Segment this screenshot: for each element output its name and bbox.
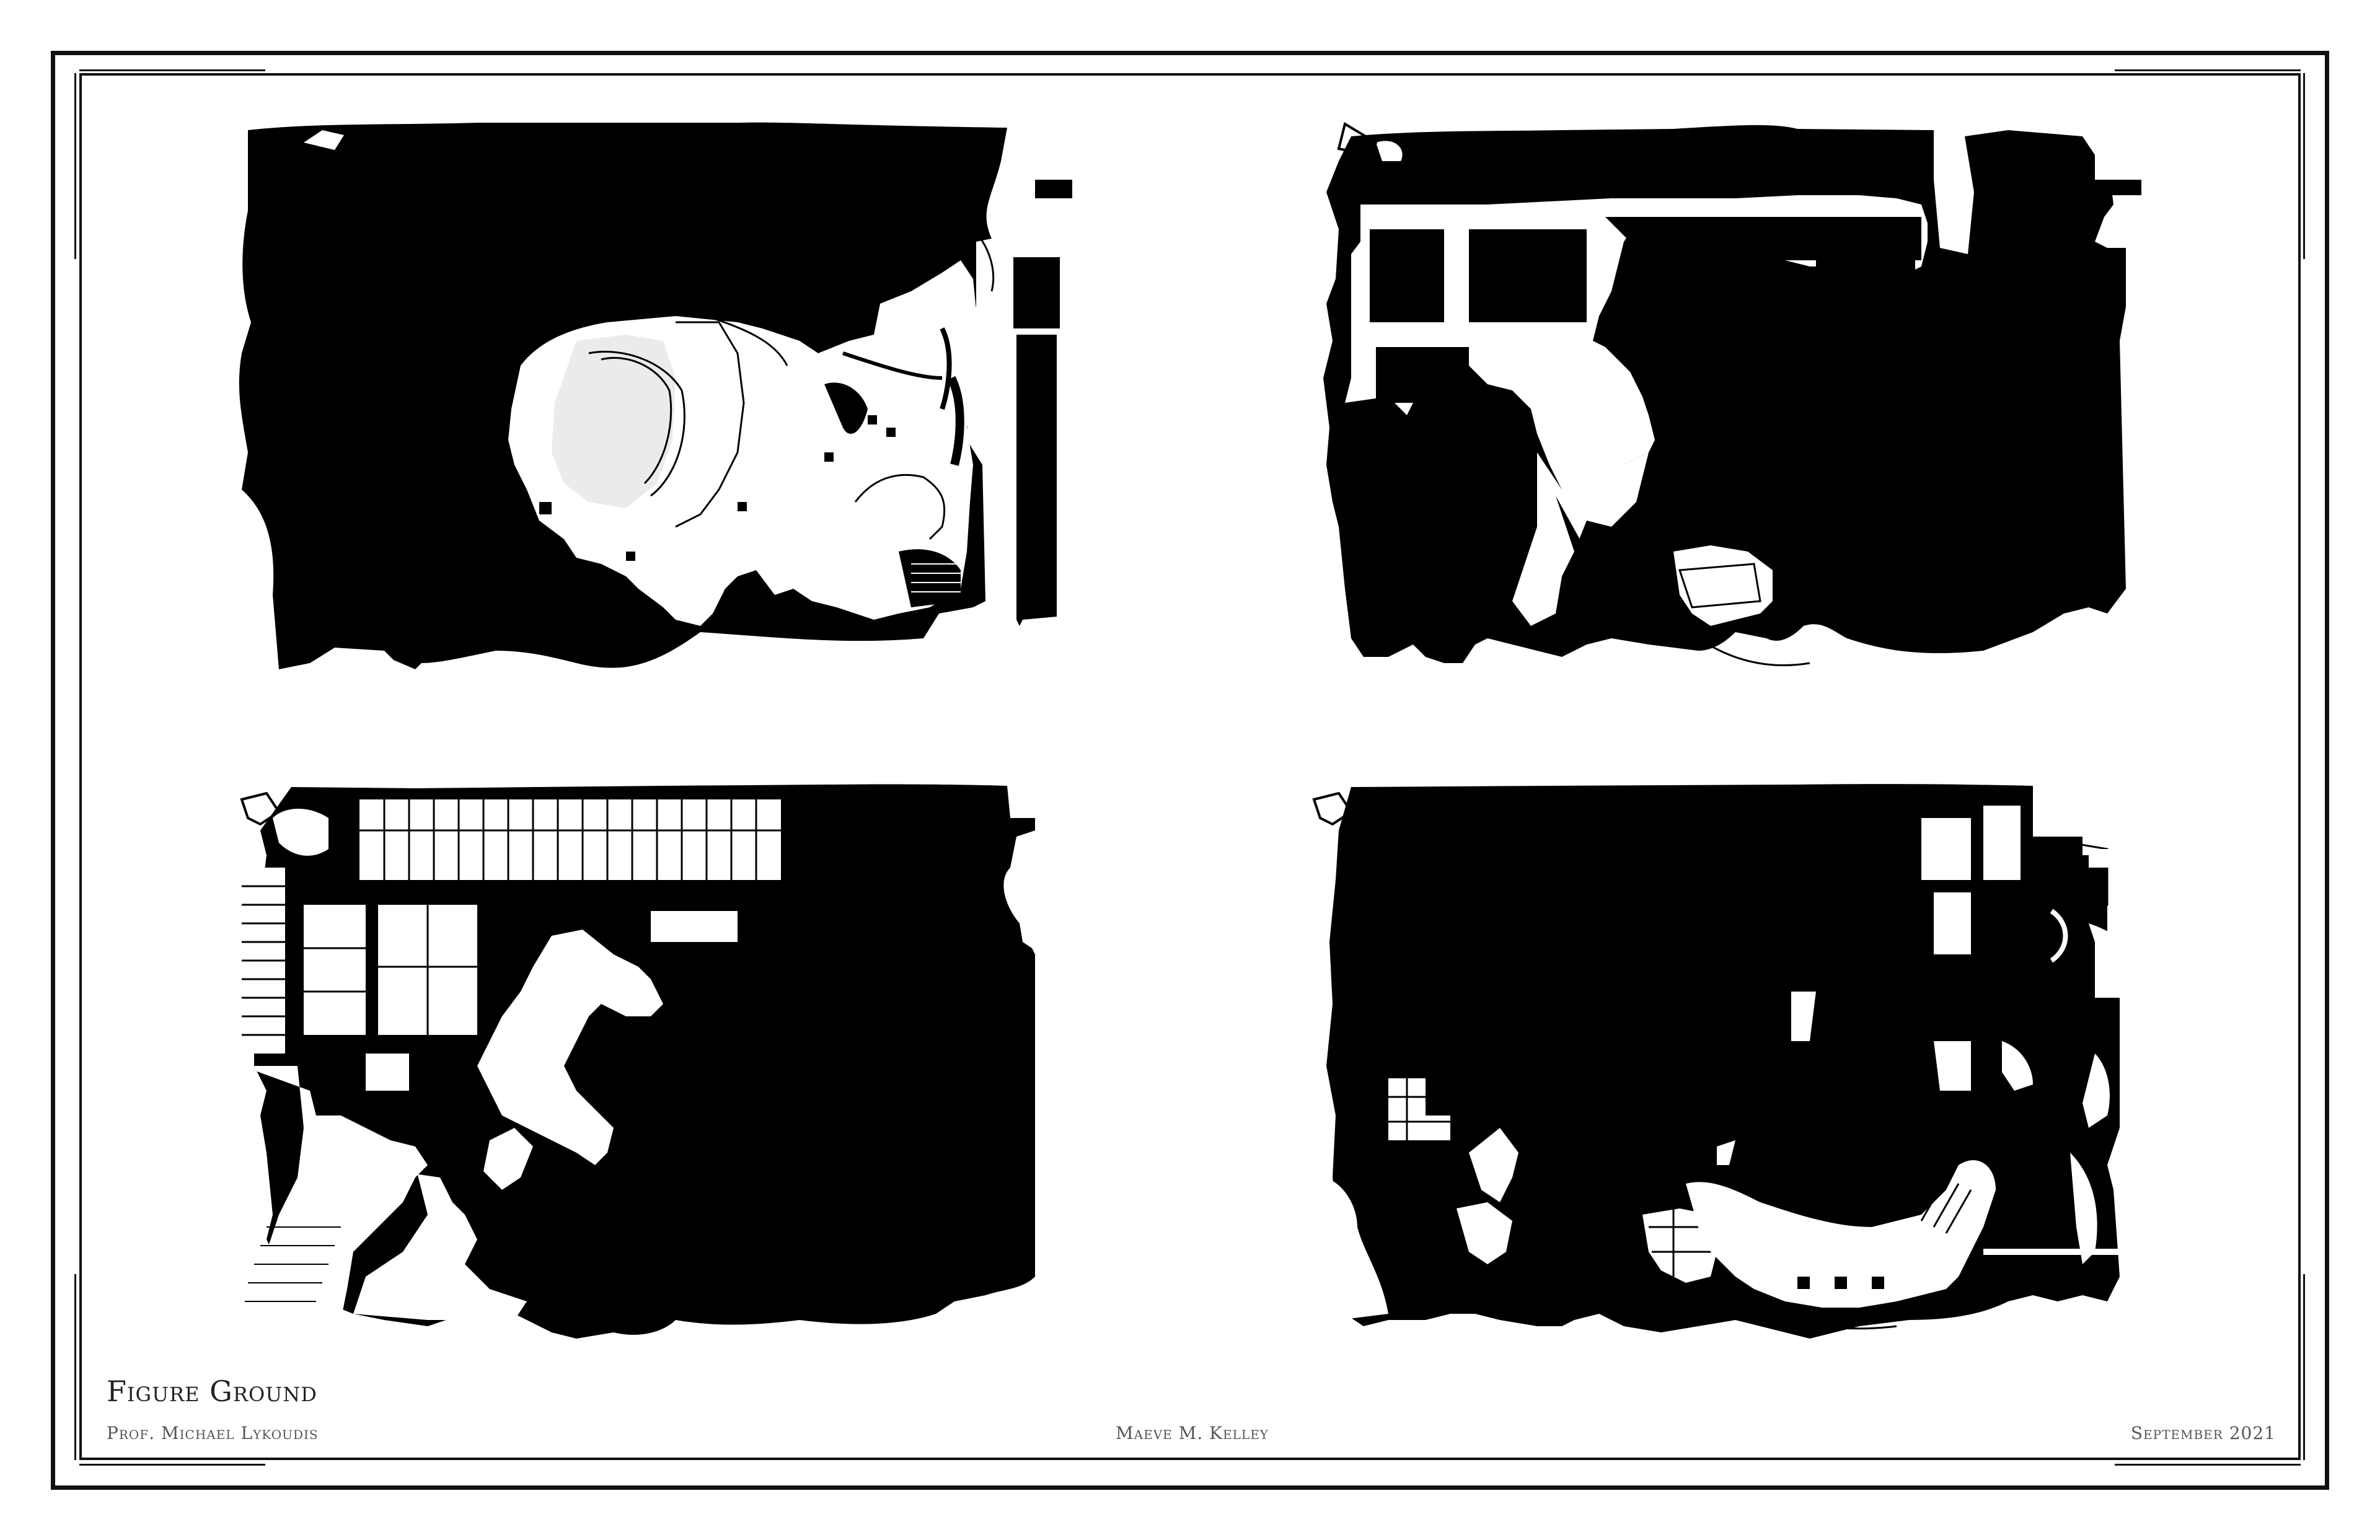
corner-tick-bottom-right [2115,1464,2301,1466]
corner-tick-top-right [2115,69,2301,71]
professor-credit: Prof. Michael Lykoudis [107,1423,319,1443]
sheet-title: Figure Ground [107,1375,317,1408]
corner-tick-right-bottom [2303,1274,2305,1460]
corner-tick-right-top [2303,73,2305,259]
figure-ground-plan-bottom-right [1312,784,2144,1339]
figure-ground-plan-bottom-left [240,784,1035,1339]
inner-border [79,73,2301,1460]
author-name: Maeve M. Kelley [1116,1423,1269,1443]
corner-tick-left-top [74,73,76,259]
corner-tick-top-left [79,69,265,71]
sheet-date: September 2021 [2130,1423,2276,1443]
figure-ground-plan-top-right [1323,121,2141,667]
outer-border [51,51,2329,1490]
corner-tick-left-bottom [74,1274,76,1460]
figure-ground-plan-top-left [239,122,1072,670]
corner-tick-bottom-left [79,1464,265,1466]
